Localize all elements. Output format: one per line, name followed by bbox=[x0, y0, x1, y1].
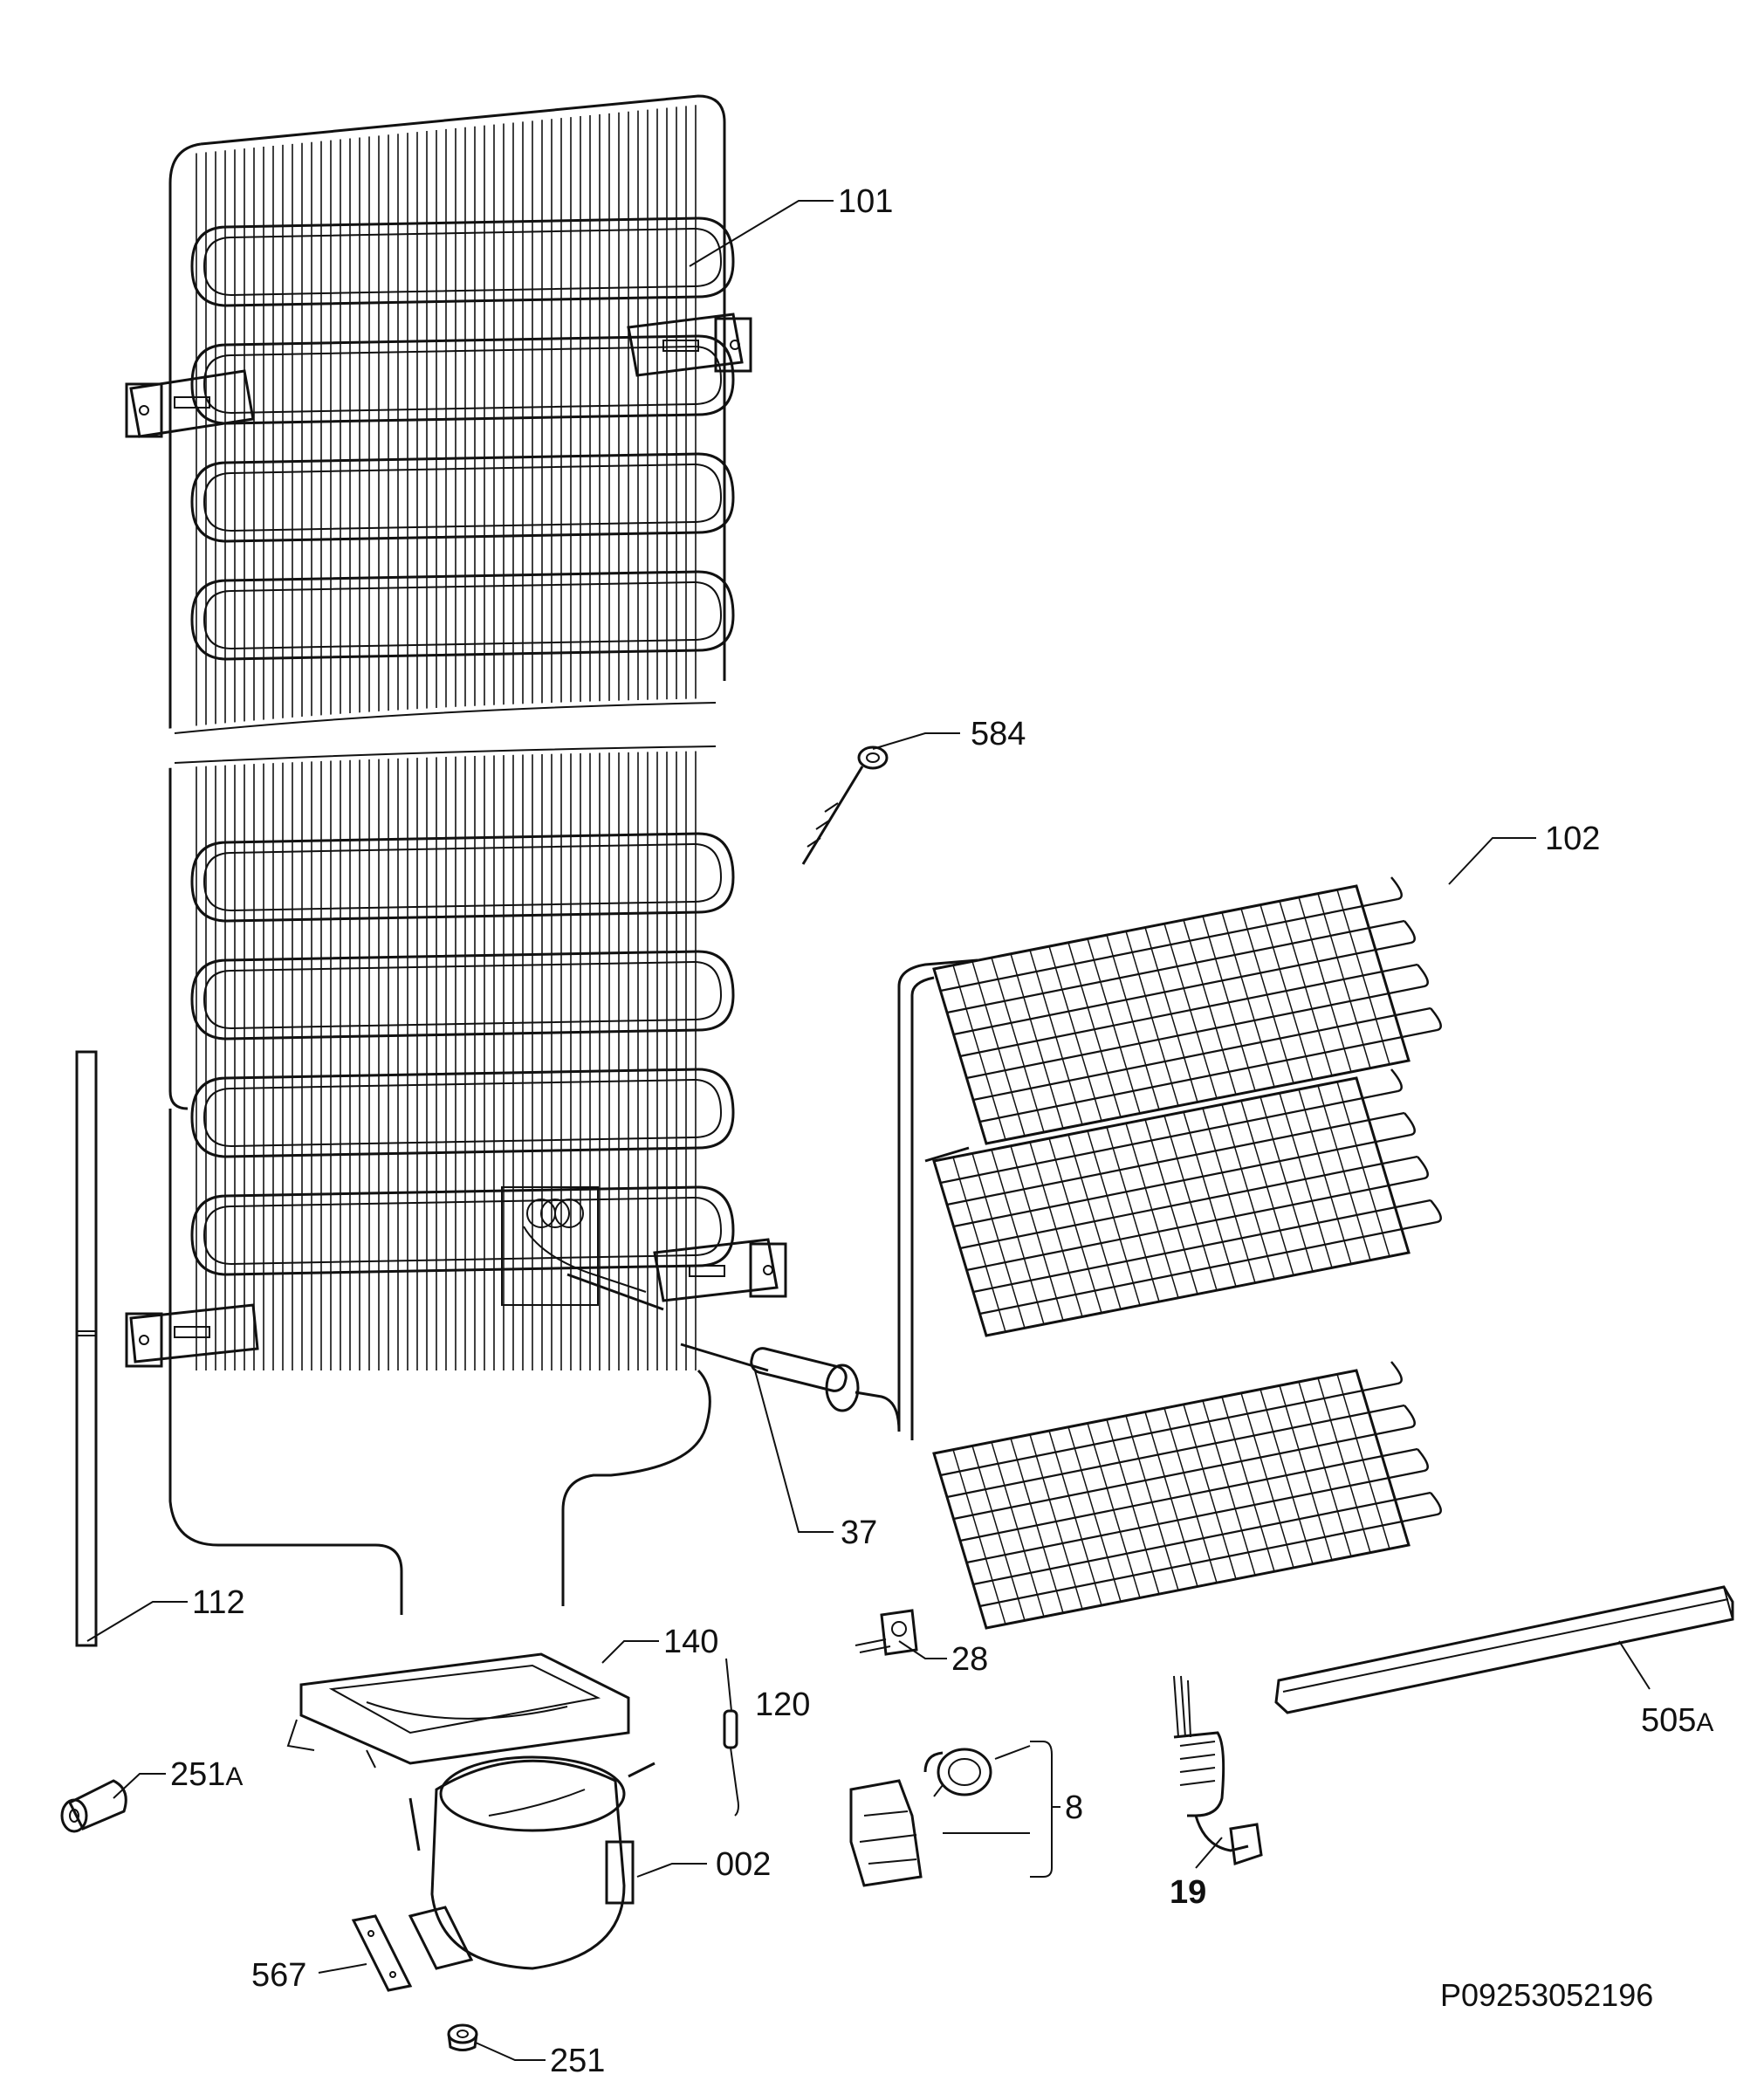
evaporator-shelves bbox=[932, 876, 1442, 1630]
relay-overload-8 bbox=[849, 1741, 1060, 1887]
compressor-002 bbox=[408, 1755, 655, 1970]
label-28: 28 bbox=[951, 1641, 988, 1678]
evaporator-102 bbox=[897, 876, 1442, 1630]
label-102: 102 bbox=[1545, 821, 1600, 857]
condenser-bracket-bottom-left bbox=[125, 1303, 259, 1368]
label-101: 101 bbox=[838, 183, 893, 220]
plate-567 bbox=[351, 1914, 413, 1992]
label-505A: 505A bbox=[1641, 1702, 1713, 1739]
label-140: 140 bbox=[663, 1624, 718, 1660]
label-002: 002 bbox=[716, 1846, 771, 1883]
label-8: 8 bbox=[1065, 1789, 1083, 1826]
label-251: 251 bbox=[550, 2043, 605, 2079]
leader-lines bbox=[86, 200, 1651, 2061]
condenser-coils bbox=[190, 216, 735, 1276]
label-567: 567 bbox=[251, 1957, 306, 1994]
condenser-101 bbox=[125, 94, 787, 1615]
drip-tray-140 bbox=[286, 1652, 630, 1769]
condenser-bracket-top-left bbox=[125, 369, 255, 438]
part-labels: 101 584 102 37 112 140 28 120 505A 251A … bbox=[170, 183, 1713, 2079]
label-584: 584 bbox=[971, 716, 1026, 752]
label-120: 120 bbox=[755, 1686, 810, 1723]
label-37: 37 bbox=[841, 1515, 877, 1551]
label-251A: 251A bbox=[170, 1756, 243, 1793]
clip-28 bbox=[855, 1609, 918, 1656]
sensor-584 bbox=[801, 745, 889, 865]
profile-505A bbox=[1274, 1585, 1734, 1714]
condenser-bracket-bottom-right bbox=[653, 1238, 787, 1302]
condenser-bracket-top-right bbox=[627, 313, 752, 377]
label-112: 112 bbox=[192, 1584, 245, 1621]
grommet-251A bbox=[60, 1779, 127, 1833]
label-19: 19 bbox=[1170, 1874, 1206, 1911]
grommet-251 bbox=[447, 2023, 478, 2051]
power-cord-19 bbox=[1173, 1675, 1263, 1866]
sensor-120 bbox=[723, 1658, 739, 1817]
reference-code: P09253052196 bbox=[1440, 1977, 1653, 2013]
drain-tube-112 bbox=[75, 1050, 98, 1647]
